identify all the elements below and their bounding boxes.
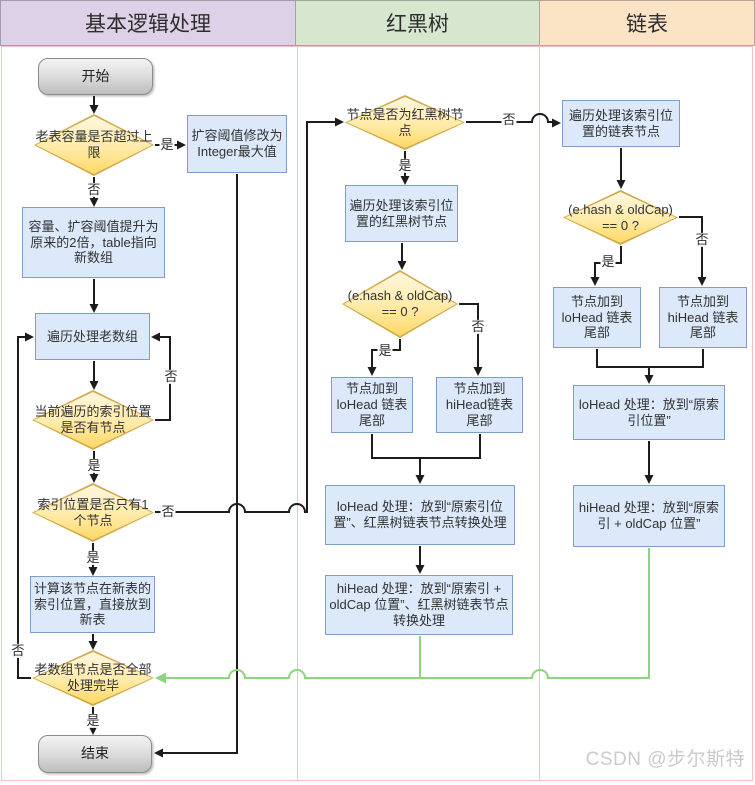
node-tree-iterate: 遍历处理该索引位置的红黑树节点 — [345, 185, 458, 242]
lane-divider-1 — [297, 46, 298, 781]
node-label: 节点是否为红黑树节点 — [346, 106, 464, 138]
lane-header-rbtree: 红黑树 — [295, 0, 540, 46]
node-label: (e.hash & oldCap) == 0 ? — [568, 201, 673, 233]
lane-divider-2 — [539, 46, 540, 781]
edge-label-yes: 是 — [377, 342, 393, 359]
node-label: 遍历处理该索引位置的红黑树节点 — [349, 197, 454, 229]
node-label: 索引位置是否只有1个节点 — [37, 496, 149, 528]
node-label: 结束 — [81, 745, 109, 762]
edge-label-no: 否 — [470, 318, 486, 335]
node-decision-list-hash: (e.hash & oldCap) == 0 ? — [563, 190, 678, 245]
node-label: hiHead 处理：放到“原索引 + oldCap 位置”、红黑树链表节点转换处… — [329, 581, 509, 628]
node-label: 当前遍历的索引位置是否有节点 — [34, 404, 152, 435]
edge-label-no: 否 — [86, 181, 102, 198]
node-tree-hihead-handle: hiHead 处理：放到“原索引 + oldCap 位置”、红黑树链表节点转换处… — [325, 575, 513, 635]
node-tree-lohead-handle: loHead 处理：放到“原索引位置”、红黑树链表节点转换处理 — [325, 485, 515, 545]
node-label: loHead 处理：放到“原索引位置” — [578, 396, 720, 428]
node-iterate-old-array: 遍历处理老数组 — [35, 313, 150, 360]
lane-title: 链表 — [626, 13, 668, 36]
node-label: 遍历处理该索引位置的链表节点 — [568, 107, 673, 139]
node-threshold-max: 扩容阈值修改为Integer最大值 — [187, 115, 287, 173]
edge-label-yes: 是 — [397, 157, 413, 174]
node-tree-lohead-tail: 节点加到loHead 链表尾部 — [331, 377, 413, 433]
node-label: 遍历处理老数组 — [46, 328, 138, 344]
lane-frame — [1, 46, 753, 781]
node-decision-tree-hash: (e.hash & oldCap) == 0 ? — [342, 270, 458, 338]
edge-label-yes: 是 — [86, 457, 102, 474]
node-label: hiHead 处理：放到“原索引 + oldCap 位置” — [578, 500, 720, 531]
edge-label-no: 否 — [10, 642, 26, 659]
node-label: 开始 — [81, 67, 110, 84]
watermark: CSDN @步尔斯特 — [585, 749, 745, 770]
node-tree-hihead-tail: 节点加到 hiHead链表尾部 — [436, 377, 523, 433]
edge-label-no: 否 — [160, 503, 176, 520]
node-label: 容量、扩容阈值提升为原来的2倍，table指向新数组 — [28, 218, 159, 266]
lane-title: 红黑树 — [386, 13, 449, 36]
node-label: loHead 处理：放到“原索引位置”、红黑树链表节点转换处理 — [333, 499, 507, 530]
edge-label-yes: 是 — [600, 253, 616, 270]
edge-label-no: 否 — [163, 368, 179, 385]
node-label: 扩容阈值修改为Integer最大值 — [191, 128, 283, 159]
node-decision-has-node: 当前遍历的索引位置是否有节点 — [32, 390, 154, 450]
node-label: 节点加到loHead 链表尾部 — [336, 381, 408, 428]
node-list-lohead-tail: 节点加到loHead 链表尾部 — [553, 287, 641, 348]
node-list-lohead-handle: loHead 处理：放到“原索引位置” — [573, 385, 725, 440]
lane-header-linkedlist: 链表 — [539, 0, 755, 46]
node-decision-single-node: 索引位置是否只有1个节点 — [32, 483, 154, 542]
node-label: 节点加到 hiHead链表尾部 — [445, 381, 514, 428]
node-label: 老数组节点是否全部处理完毕 — [34, 662, 152, 693]
node-start: 开始 — [38, 58, 153, 95]
node-label: 计算该节点在新表的索引位置，直接放到新表 — [34, 580, 152, 628]
edge-label-yes: 是 — [85, 549, 101, 566]
lane-title: 基本逻辑处理 — [85, 13, 211, 36]
node-label: 节点加到loHead 链表尾部 — [561, 293, 633, 341]
node-decision-is-tree: 节点是否为红黑树节点 — [345, 95, 465, 150]
lane-header-basic: 基本逻辑处理 — [0, 0, 296, 46]
node-end: 结束 — [38, 735, 152, 773]
node-label: 老表容量是否超过上限 — [35, 129, 153, 160]
node-double-capacity: 容量、扩容阈值提升为原来的2倍，table指向新数组 — [22, 207, 165, 278]
node-list-hihead-handle: hiHead 处理：放到“原索引 + oldCap 位置” — [573, 485, 725, 547]
node-list-hihead-tail: 节点加到 hiHead 链表尾部 — [659, 287, 747, 348]
edge-label-no: 否 — [694, 231, 710, 248]
node-decision-over-limit: 老表容量是否超过上限 — [34, 114, 154, 176]
edge-label-yes: 是 — [85, 712, 101, 729]
node-list-iterate: 遍历处理该索引位置的链表节点 — [562, 100, 680, 147]
edge-label-no: 否 — [501, 111, 517, 128]
edge-label-yes: 是 — [159, 136, 175, 153]
node-decision-all-done: 老数组节点是否全部处理完毕 — [32, 650, 154, 706]
node-label: (e.hash & oldCap) == 0 ? — [347, 288, 453, 319]
node-label: 节点加到 hiHead 链表尾部 — [667, 293, 739, 341]
node-calc-new-index: 计算该节点在新表的索引位置，直接放到新表 — [30, 576, 155, 633]
